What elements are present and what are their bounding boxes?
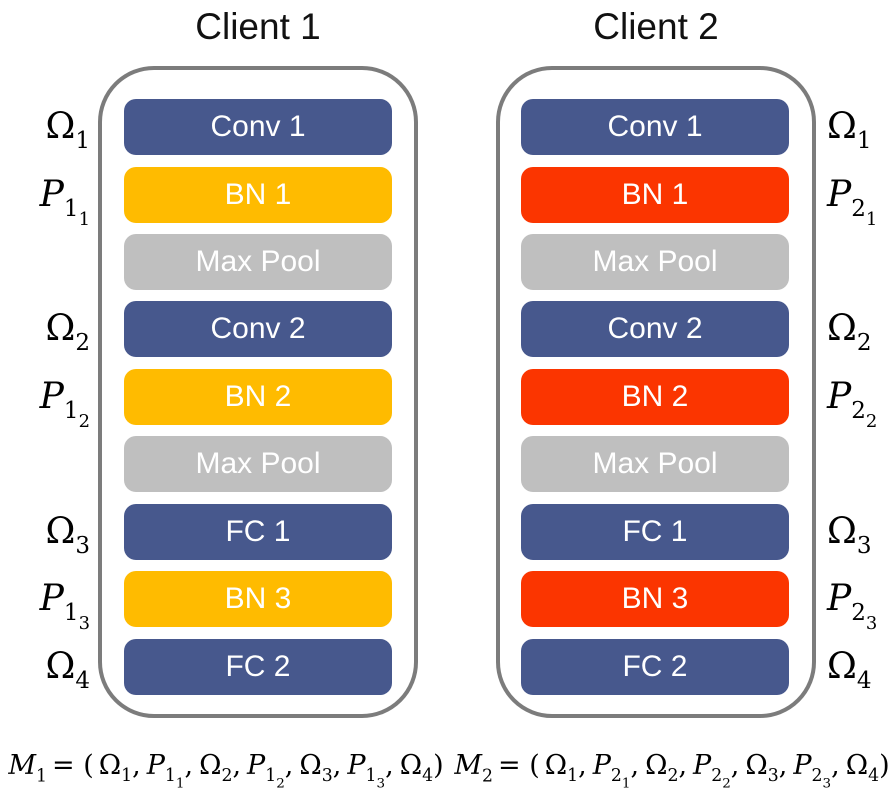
separator: , <box>332 750 342 781</box>
separator: , <box>831 750 840 781</box>
client-1-title: Client 1 <box>195 6 321 47</box>
equation-model-2: M2= (Ω1,P21,Ω2,P22,Ω3,P23,Ω4) <box>450 740 894 792</box>
separator: , <box>630 750 640 781</box>
param-omega-2-client1: Ω2 <box>45 308 90 356</box>
separator: , <box>132 750 141 781</box>
layer-conv2-client1: Conv 2 <box>124 301 392 357</box>
param-omega-1-client1: Ω1 <box>45 106 90 154</box>
close-paren: ) <box>879 750 890 781</box>
layer-bn3-client2: BN 3 <box>521 571 789 627</box>
equation-lhs: M1 <box>8 750 47 787</box>
separator: , <box>578 750 587 781</box>
layer-fc1-client2: FC 1 <box>521 504 789 560</box>
param-p-2-2-client2: P22 <box>827 376 878 432</box>
separator: , <box>184 750 194 781</box>
layer-maxpool2-client1: Max Pool <box>124 436 392 492</box>
param-p-2-3-client2: P23 <box>827 578 878 634</box>
eq-term: P23 <box>793 750 832 792</box>
eq-term: Ω1 <box>544 750 579 787</box>
close-paren: ) <box>433 750 444 781</box>
eq-term: Ω2 <box>645 750 679 787</box>
layer-bn1-client1: BN 1 <box>124 167 392 223</box>
eq-term: Ω3 <box>745 750 779 787</box>
param-omega-4-client2: Ω4 <box>827 646 872 694</box>
separator: , <box>385 750 394 781</box>
separator: , <box>678 750 688 781</box>
equals-open: = ( <box>51 750 94 781</box>
layer-maxpool1-client1: Max Pool <box>124 234 392 290</box>
eq-term: Ω2 <box>199 750 233 787</box>
param-p-2-1-client2: P21 <box>827 174 878 230</box>
eq-term: P12 <box>247 750 285 792</box>
eq-term: Ω3 <box>299 750 333 787</box>
param-p-1-2-client1: P12 <box>39 376 90 432</box>
layer-fc2-client2: FC 2 <box>521 639 789 695</box>
param-p-1-1-client1: P11 <box>39 174 90 230</box>
separator: , <box>730 750 740 781</box>
layer-bn3-client1: BN 3 <box>124 571 392 627</box>
layer-conv1-client2: Conv 1 <box>521 99 789 155</box>
eq-term: Ω4 <box>399 750 434 787</box>
layer-fc1-client1: FC 1 <box>124 504 392 560</box>
param-omega-3-client2: Ω3 <box>827 511 872 559</box>
param-p-1-3-client1: P13 <box>39 578 90 634</box>
layer-fc2-client1: FC 2 <box>124 639 392 695</box>
equation-lhs: M2 <box>454 750 493 787</box>
param-omega-4-client1: Ω4 <box>45 646 90 694</box>
layer-bn2-client1: BN 2 <box>124 369 392 425</box>
eq-term: Ω4 <box>845 750 880 787</box>
separator: , <box>778 750 788 781</box>
eq-term: P22 <box>693 750 731 792</box>
equals-open: = ( <box>497 750 540 781</box>
eq-term: P11 <box>146 750 185 792</box>
layer-maxpool2-client2: Max Pool <box>521 436 789 492</box>
layer-bn2-client2: BN 2 <box>521 369 789 425</box>
param-omega-2-client2: Ω2 <box>827 308 872 356</box>
separator: , <box>284 750 294 781</box>
eq-term: Ω1 <box>98 750 133 787</box>
eq-term: P13 <box>347 750 386 792</box>
client-2-title: Client 2 <box>593 6 719 47</box>
layer-conv2-client2: Conv 2 <box>521 301 789 357</box>
param-omega-1-client2: Ω1 <box>827 106 872 154</box>
equation-model-1: M1= (Ω1,P11,Ω2,P12,Ω3,P13,Ω4) <box>4 740 448 792</box>
layer-bn1-client2: BN 1 <box>521 167 789 223</box>
layer-conv1-client1: Conv 1 <box>124 99 392 155</box>
eq-term: P21 <box>592 750 631 792</box>
layer-maxpool1-client2: Max Pool <box>521 234 789 290</box>
param-omega-3-client1: Ω3 <box>45 511 90 559</box>
separator: , <box>232 750 242 781</box>
